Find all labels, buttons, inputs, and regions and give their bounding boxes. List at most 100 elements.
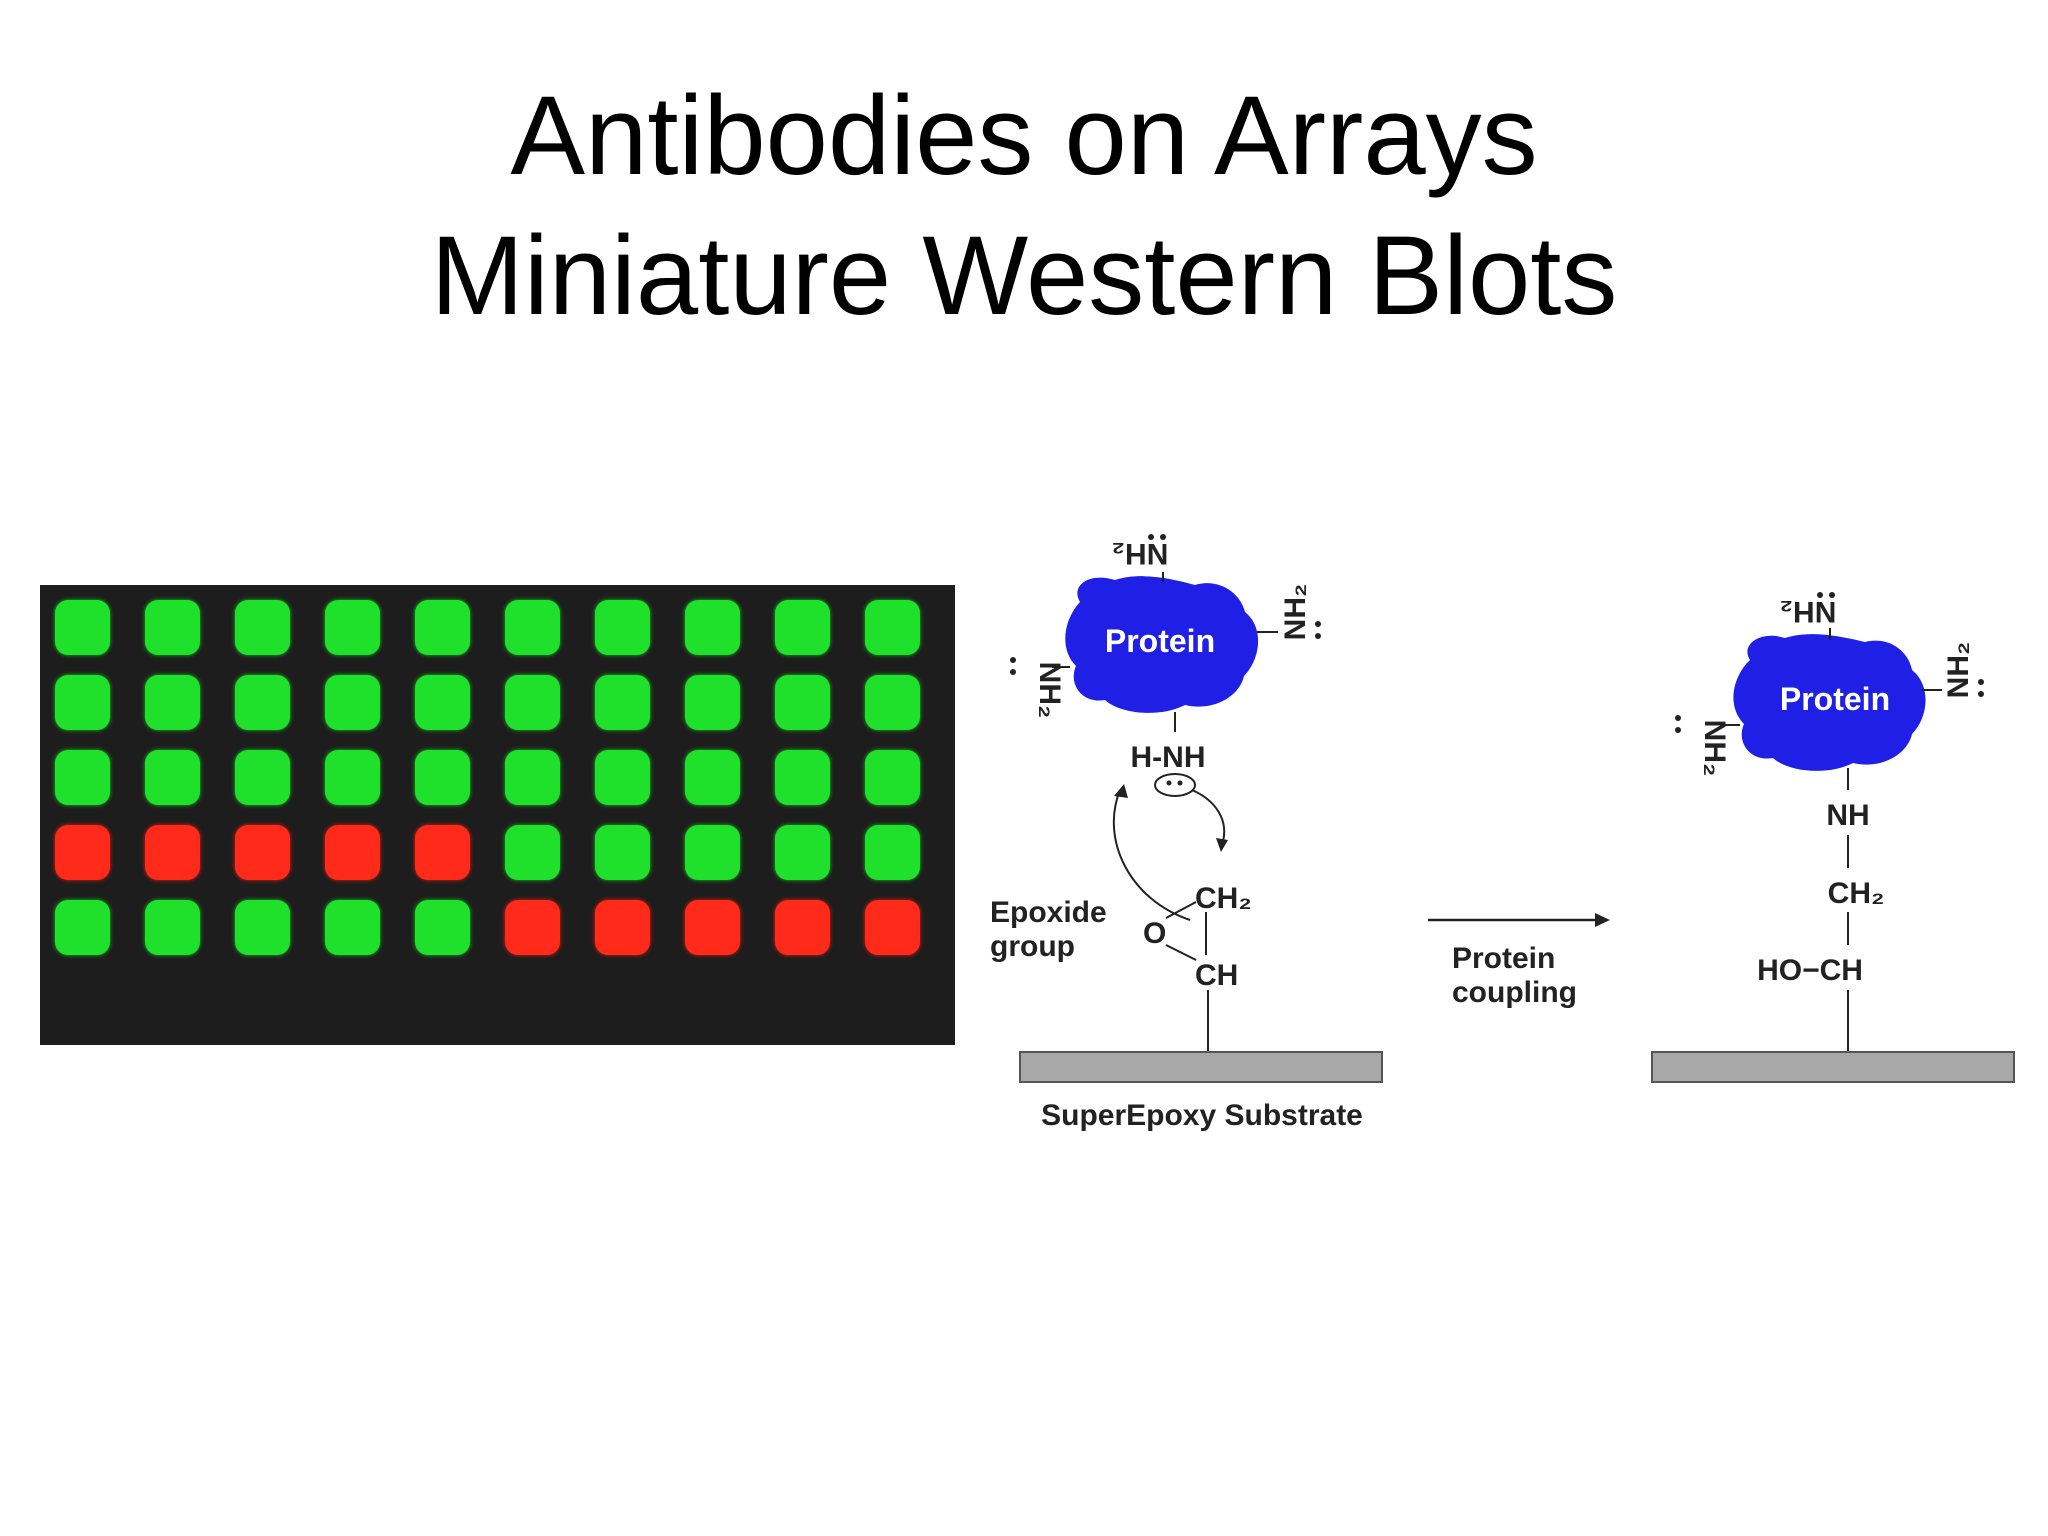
lone-pair-loop xyxy=(1154,773,1196,797)
array-spot-green xyxy=(415,900,470,955)
array-spot-red xyxy=(415,825,470,880)
hnh-label: H-NH xyxy=(1131,741,1206,774)
slide-title-line-1: Antibodies on Arrays xyxy=(510,73,1538,198)
array-spot-red xyxy=(325,825,380,880)
array-spot-red xyxy=(55,825,110,880)
attack-arrow xyxy=(1191,789,1226,846)
array-spot-green xyxy=(505,600,560,655)
ch2-label-left: CH₂ xyxy=(1195,882,1252,915)
amine-right-right: NH₂ xyxy=(1942,642,1975,699)
array-spot-green xyxy=(415,600,470,655)
lone-pair-dot xyxy=(1675,715,1681,721)
array-spot-green xyxy=(775,600,830,655)
array-spot-green xyxy=(145,600,200,655)
array-spot-green xyxy=(505,750,560,805)
amine-top-right: NH₂ xyxy=(1780,595,1837,628)
array-spot-green xyxy=(505,825,560,880)
array-spot-green xyxy=(595,825,650,880)
array-spot-green xyxy=(865,750,920,805)
epoxide-label-line2: group xyxy=(990,930,1075,963)
antibody-array-image xyxy=(40,585,955,1045)
lone-pair-dot xyxy=(1010,657,1016,663)
array-spot-green xyxy=(865,825,920,880)
ch2-label-right: CH₂ xyxy=(1828,877,1885,910)
substrate-right xyxy=(1651,1051,2015,1083)
array-spot-red xyxy=(775,900,830,955)
lone-pair-dot xyxy=(1148,534,1154,540)
lone-pair-dot xyxy=(1675,727,1681,733)
array-spot-green xyxy=(55,675,110,730)
array-spot-green xyxy=(235,750,290,805)
array-spot-green xyxy=(415,675,470,730)
nh-label: NH xyxy=(1826,799,1869,832)
array-spot-red xyxy=(685,900,740,955)
array-spot-green xyxy=(325,675,380,730)
array-spot-red xyxy=(145,825,200,880)
slide-title-line-2: Miniature Western Blots xyxy=(430,213,1618,338)
protein-blob-left xyxy=(1065,576,1259,713)
array-spot-green xyxy=(325,900,380,955)
array-spot-red xyxy=(235,825,290,880)
array-spot-green xyxy=(685,600,740,655)
lone-pair-dot xyxy=(1817,592,1823,598)
return-arrowhead xyxy=(1114,784,1128,798)
array-spot-green xyxy=(595,675,650,730)
amine-left-right: NH₂ xyxy=(1698,720,1731,777)
protein-label-left: Protein xyxy=(1105,623,1215,659)
array-spot-green xyxy=(415,750,470,805)
coupling-label-line2: coupling xyxy=(1452,976,1577,1009)
array-spot-green xyxy=(595,750,650,805)
reaction-arrowhead xyxy=(1595,913,1610,927)
lone-pair-dot xyxy=(1166,780,1172,786)
array-spot-green xyxy=(145,750,200,805)
array-spot-green xyxy=(595,600,650,655)
array-spot-green xyxy=(325,600,380,655)
array-spot-red xyxy=(595,900,650,955)
coupling-label-line1: Protein xyxy=(1452,942,1555,975)
array-spot-green xyxy=(685,675,740,730)
array-spot-red xyxy=(505,900,560,955)
lone-pair-dot xyxy=(1978,679,1984,685)
array-spot-green xyxy=(145,675,200,730)
array-spot-green xyxy=(235,675,290,730)
array-spot-green xyxy=(55,900,110,955)
lone-pair-dot xyxy=(1315,633,1321,639)
array-spot-green xyxy=(775,750,830,805)
array-spot-green xyxy=(145,900,200,955)
array-spot-green xyxy=(775,825,830,880)
protein-label-right: Protein xyxy=(1780,681,1890,717)
ring-bond xyxy=(1165,901,1197,919)
amine-left-left: NH₂ xyxy=(1033,662,1066,719)
ring-bond xyxy=(1165,944,1197,961)
array-spot-green xyxy=(775,675,830,730)
protein-blob-right xyxy=(1733,634,1926,771)
return-arrow xyxy=(1112,789,1191,921)
array-spot-green xyxy=(505,675,560,730)
array-spot-green xyxy=(55,600,110,655)
lone-pair-dot xyxy=(1829,592,1835,598)
amine-right-left: NH₂ xyxy=(1279,584,1312,641)
substrate-left xyxy=(1019,1051,1383,1083)
array-spot-green xyxy=(685,750,740,805)
lone-pair-dot xyxy=(1978,691,1984,697)
array-spot-green xyxy=(865,600,920,655)
hoch-label: HO−CH xyxy=(1757,954,1863,987)
attack-arrowhead xyxy=(1216,838,1228,852)
o-label: O xyxy=(1143,917,1166,950)
array-spot-green xyxy=(685,825,740,880)
array-spot-green xyxy=(235,900,290,955)
amine-top-left: NH₂ xyxy=(1112,537,1169,570)
array-spot-green xyxy=(235,600,290,655)
epoxide-label-line1: Epoxide xyxy=(990,896,1107,929)
ch-label-left: CH xyxy=(1195,959,1238,992)
lone-pair-dot xyxy=(1160,534,1166,540)
substrate-label: SuperEpoxy Substrate xyxy=(1041,1099,1363,1132)
array-spot-red xyxy=(865,900,920,955)
lone-pair-dot xyxy=(1010,669,1016,675)
array-spot-green xyxy=(325,750,380,805)
array-spot-green xyxy=(865,675,920,730)
array-spot-green xyxy=(55,750,110,805)
lone-pair-dot xyxy=(1177,780,1183,786)
lone-pair-dot xyxy=(1315,621,1321,627)
